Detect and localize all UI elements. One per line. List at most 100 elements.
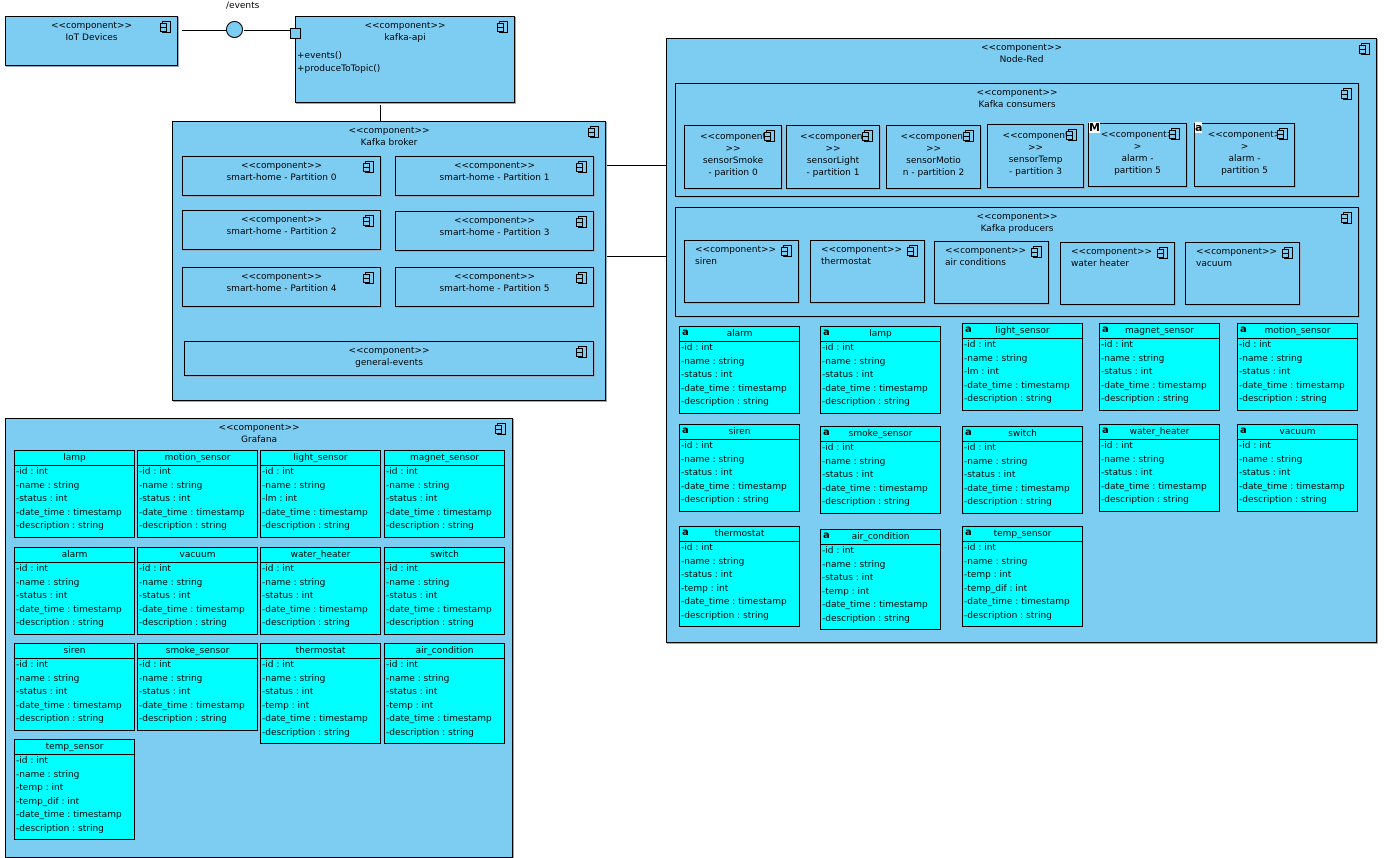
class-padding [261, 740, 380, 743]
class-attribute: -name : string [16, 577, 80, 588]
partition-3[interactable]: <<component>>smart-home - Partition 3 [395, 211, 594, 251]
producer-0[interactable]: <<component>>siren [684, 240, 799, 303]
class-header: light_sensor [261, 451, 380, 466]
class-lamp[interactable]: lamp-id : int-name : string-status : int… [14, 450, 135, 538]
partition-2[interactable]: <<component>>smart-home - Partition 2 [182, 210, 381, 250]
class-temp_sensor[interactable]: temp_sensor-id : int-name : string-temp … [14, 739, 135, 840]
class-attribute: -id : int [16, 467, 48, 477]
class-attribute: -name : string [16, 769, 80, 780]
class-attribute: -status : int [1239, 367, 1291, 377]
class-padding [138, 534, 257, 537]
class-attribute: -id : int [964, 443, 996, 453]
class-attribute: -name : string [822, 559, 886, 570]
class-name: alarm [726, 329, 753, 339]
class-attribute: -name : string [681, 356, 745, 367]
class-attribute: -date_time : timestamp [139, 604, 245, 615]
component-general-events[interactable]: <<component>>general-events [184, 341, 594, 376]
consumer-1[interactable]: <<component >>sensorLight - partition 1 [786, 125, 880, 189]
class-attribute: -status : int [1239, 468, 1291, 478]
class-water_heater[interactable]: water_heater-id : int-name : string-stat… [260, 547, 381, 635]
class-padding [1238, 407, 1357, 410]
consumer-3[interactable]: <<component >>sensorTemp - partition 3 [987, 124, 1084, 188]
class-siren[interactable]: siren-id : int-name : string-status : in… [14, 643, 135, 731]
component-icon [576, 216, 587, 228]
component-icon [576, 272, 587, 284]
class-icon: a [823, 427, 830, 438]
partition-1[interactable]: <<component>>smart-home - Partition 1 [395, 156, 594, 196]
class-attribute: -description : string [1239, 495, 1327, 505]
class-attribute: -description : string [964, 394, 1052, 404]
class-attribute: -temp : int [386, 700, 434, 711]
consumer-2[interactable]: <<component >>sensorMotio n - partition … [886, 125, 981, 189]
class-header: temp_sensor [15, 740, 134, 755]
class-thermostat[interactable]: thermostat-id : int-name : string-status… [260, 643, 381, 744]
class-air_condition[interactable]: air_condition-id : int-name : string-sta… [384, 643, 505, 744]
class-attribute: -name : string [964, 556, 1028, 567]
class-header: thermostat [261, 644, 380, 659]
class-attribute: -status : int [16, 687, 68, 697]
class-attribute: -id : int [822, 343, 854, 353]
class-attribute: -name : string [681, 454, 745, 465]
producer-2[interactable]: <<component>>air conditions [934, 241, 1049, 304]
consumer-0[interactable]: <<component >>sensorSmoke - parition 0 [684, 125, 782, 189]
stereotype: <<component>> [348, 126, 430, 136]
class-smoke_sensor[interactable]: smoke_sensor-id : int-name : string-stat… [137, 643, 258, 731]
class-attribute: -id : int [386, 660, 418, 670]
port-icon [290, 28, 301, 39]
class-attribute: -temp_dif : int [16, 796, 80, 807]
class-icon: a [823, 327, 830, 338]
class-light_sensor[interactable]: light_sensor-id : int-name : string-lm :… [260, 450, 381, 538]
class-name: alarm [61, 550, 88, 560]
component-icon [363, 215, 374, 227]
component-name: smart-home - Partition 3 [439, 228, 550, 238]
partition-0[interactable]: <<component>>smart-home - Partition 0 [182, 156, 381, 196]
class-switch[interactable]: switch-id : int-name : string-status : i… [384, 547, 505, 635]
class-attribute: -description : string [386, 727, 474, 738]
class-attribute: -date_time : timestamp [681, 597, 787, 607]
class-attribute: -date_time : timestamp [822, 483, 928, 494]
class-attribute: -id : int [139, 564, 171, 574]
class-alarm[interactable]: alarm-id : int-name : string-status : in… [14, 547, 135, 635]
class-attribute: -id : int [822, 546, 854, 556]
component-iot-devices[interactable]: <<component>> IoT Devices [5, 16, 178, 66]
class-attribute: -name : string [262, 673, 326, 684]
component-icon [1157, 247, 1168, 259]
partition-5[interactable]: <<component>>smart-home - Partition 5 [395, 267, 594, 307]
partition-4[interactable]: <<component>>smart-home - Partition 4 [182, 267, 381, 307]
producer-3[interactable]: <<component>>water heater [1060, 242, 1175, 305]
class-magnet_sensor[interactable]: magnet_sensor-id : int-name : string-sta… [384, 450, 505, 538]
class-attribute: -name : string [822, 356, 886, 367]
provided-interface-icon [226, 21, 243, 38]
class-attribute: -name : string [386, 577, 450, 588]
class-attribute: -description : string [16, 714, 104, 724]
class-name: siren [728, 427, 751, 437]
producer-4[interactable]: <<component>>vacuum [1185, 242, 1300, 305]
class-vacuum[interactable]: vacuum-id : int-name : string-status : i… [137, 547, 258, 635]
stereotype: <<component >> [700, 132, 766, 154]
class-attribute: -date_time : timestamp [139, 700, 245, 711]
stereotype: <<component>> [976, 88, 1058, 98]
class-icon: a [682, 527, 689, 538]
class-attribute: -description : string [681, 610, 769, 621]
class-motion_sensor[interactable]: motion_sensor-id : int-name : string-sta… [137, 450, 258, 538]
class-attribute: -status : int [822, 370, 874, 380]
producer-1[interactable]: <<component>>thermostat [810, 240, 925, 303]
component-icon [160, 21, 171, 33]
component-kafka-api[interactable]: <<component>> kafka-api +events() +produ… [295, 16, 515, 103]
